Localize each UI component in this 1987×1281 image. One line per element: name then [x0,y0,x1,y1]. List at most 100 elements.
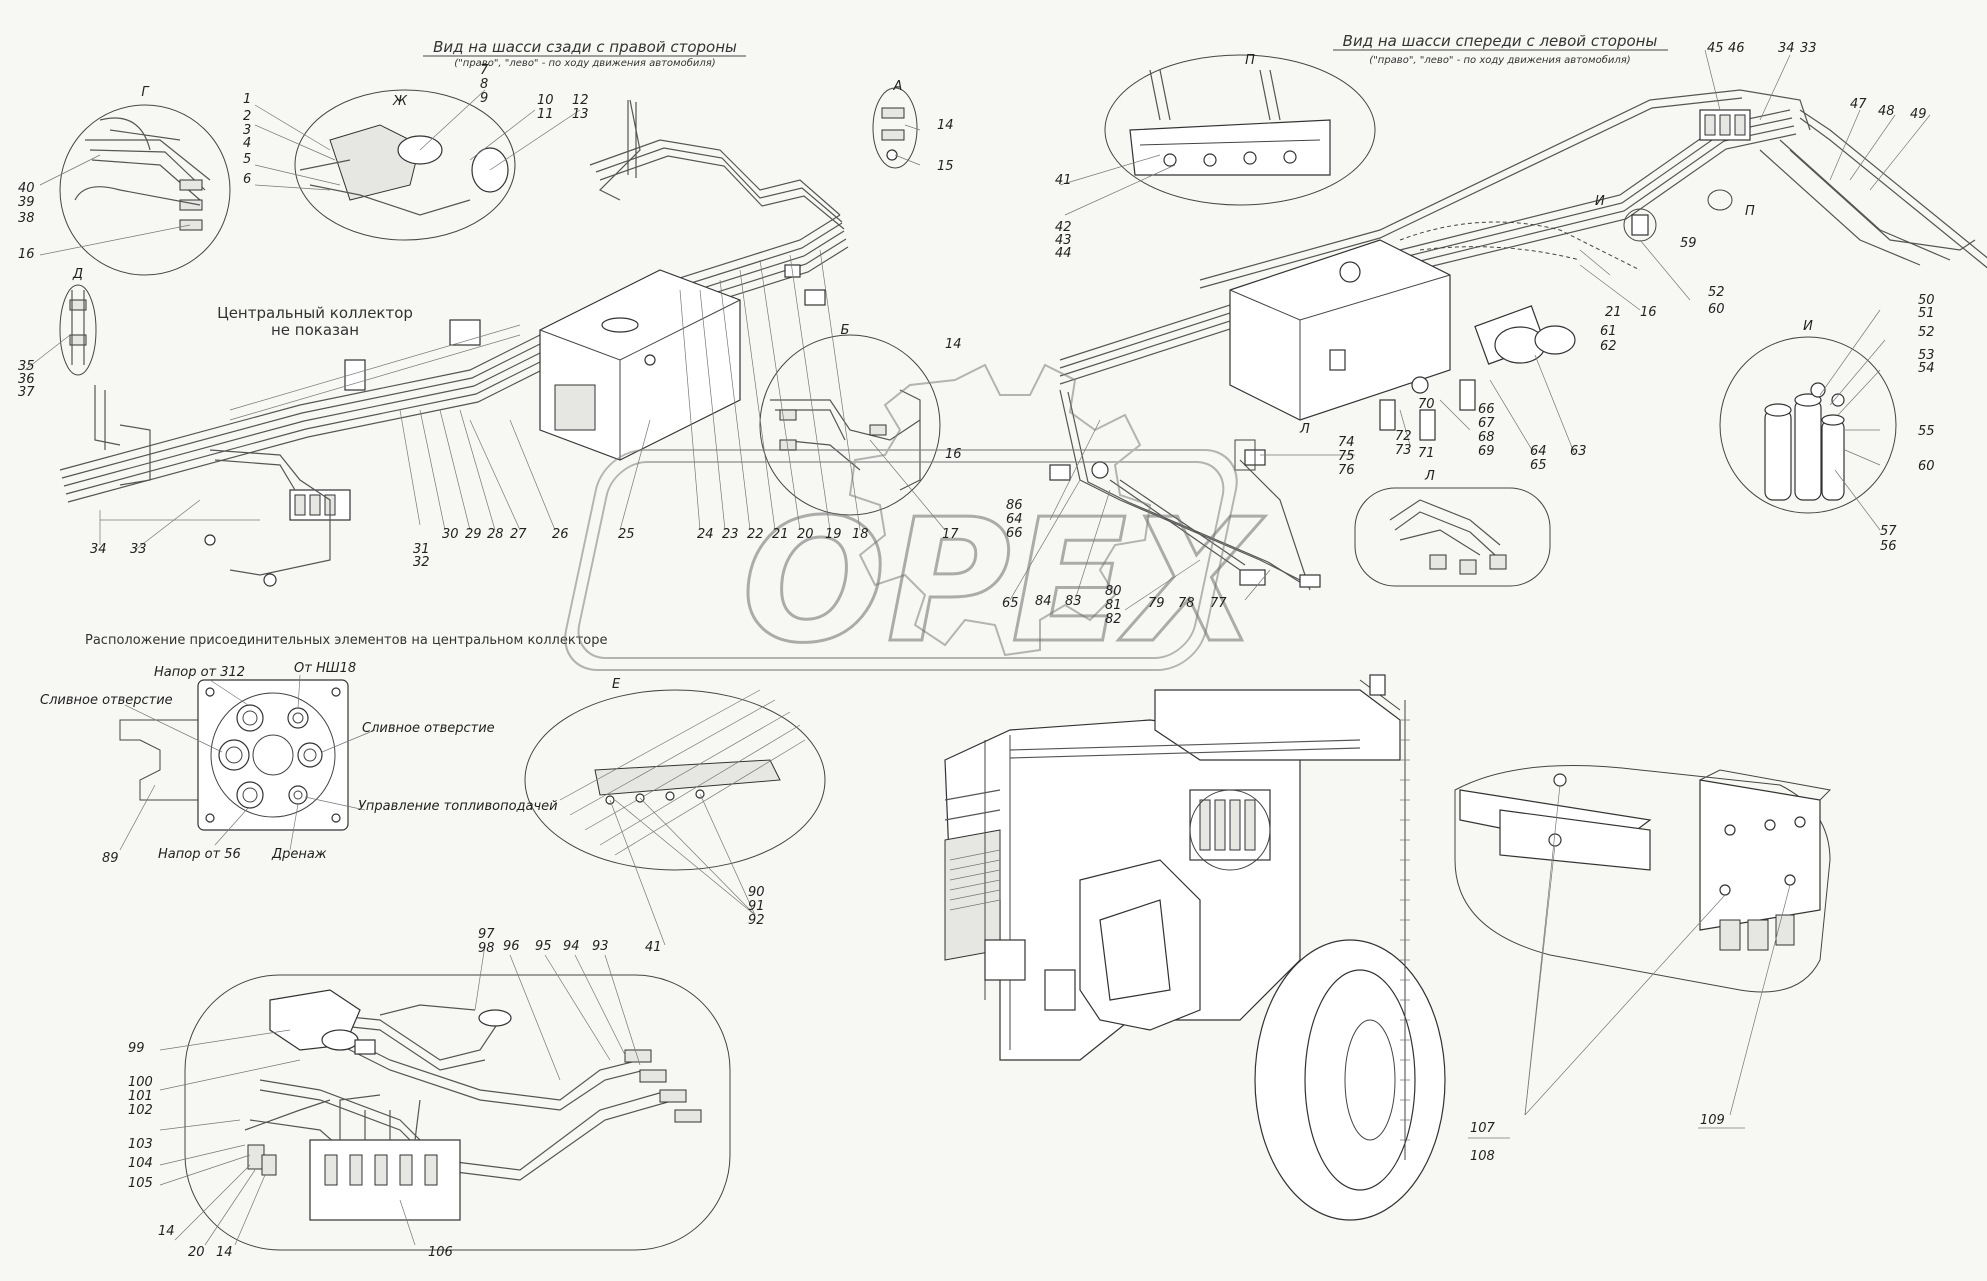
callout: 44 [1055,246,1072,261]
callout: 92 [748,913,765,928]
callout: 51 [1918,306,1935,321]
callout: 48 [1878,104,1895,119]
truck-chassis-view [944,674,1446,1221]
callout: 97 [478,927,495,942]
svg-text:Центральный коллектор: Центральный коллектор [217,304,413,322]
svg-text:От НШ18: От НШ18 [294,661,356,676]
svg-text:Дренаж: Дренаж [271,847,327,862]
callout: 6 [243,172,251,187]
svg-text:Д: Д [72,267,83,282]
callout: 10 [537,93,554,108]
callout: 102 [128,1103,153,1118]
detail-l-marker: Л [1234,422,1310,471]
callout: 9 [480,91,488,106]
callout: 81 [1105,598,1122,613]
callout: 33 [130,542,147,557]
svg-text:("право", "лево" - по ходу дви: ("право", "лево" - по ходу движения авто… [454,57,715,69]
callout: 46 [1728,41,1745,56]
callout: 105 [128,1176,153,1191]
callout: 74 [1338,435,1355,450]
callout: 57 [1880,524,1897,539]
callout: 41 [1055,173,1072,188]
callout: 106 [428,1245,453,1260]
svg-text:П: П [1245,53,1255,68]
callout: 36 [18,372,35,387]
callout: 100 [128,1075,153,1090]
detail-b-circle: Б [759,323,941,516]
callout: 65 [1530,458,1547,473]
callout: 21 [1605,305,1622,320]
callout: 2 [243,109,251,124]
callout: 72 [1395,429,1412,444]
callout: 90 [748,885,765,900]
callout: 99 [128,1041,145,1056]
callout: 96 [503,939,520,954]
callout: 30 [442,527,459,542]
callout: 80 [1105,584,1122,599]
callout: 66 [1478,402,1495,417]
opex-watermark: OPEX [564,363,1268,683]
callout: 62 [1600,339,1617,354]
collector-note: Центральный коллектор не показан [217,304,413,339]
callout: 43 [1055,233,1072,248]
svg-text:Вид на шасси спереди с левой с: Вид на шасси спереди с левой стороны [1343,32,1658,50]
callout: 16 [18,247,35,262]
callout: 27 [510,527,527,542]
callout: 14 [937,118,954,133]
detail-g-circle: Г [59,85,231,276]
detail-i-circle: И [1719,319,1897,514]
callout: 73 [1395,443,1412,458]
svg-text:Напор от 312: Напор от 312 [154,665,245,680]
callout: 76 [1338,463,1355,478]
callout: 47 [1850,97,1867,112]
callout: 101 [128,1089,153,1104]
svg-text:А: А [893,79,903,94]
svg-text:Б: Б [841,323,850,338]
svg-text:И: И [1595,194,1605,209]
callout: 33 [1800,41,1817,56]
callout: 11 [537,107,554,122]
callout: 75 [1338,449,1355,464]
callout: 65 [1002,596,1019,611]
detail-l-box: Л [1354,469,1551,587]
callout: 45 [1707,41,1724,56]
callout: 56 [1880,539,1897,554]
svg-text:Сливное отверстие: Сливное отверстие [40,693,173,708]
svg-text:Напор от 56: Напор от 56 [158,847,241,862]
callout: 40 [18,181,35,196]
callout: 78 [1178,596,1195,611]
callout: 104 [128,1156,153,1171]
callout: 52 [1708,285,1725,300]
svg-text:Ж: Ж [392,94,408,109]
callout: 63 [1570,444,1587,459]
detail-e-ellipse: Е [524,677,826,871]
callout: 67 [1478,416,1495,431]
callout: 42 [1055,220,1072,235]
callout: 4 [243,136,251,151]
callout: 24 [697,527,714,542]
callout: 13 [572,107,589,122]
callout: 55 [1918,424,1935,439]
callout: 77 [1210,596,1227,611]
front-view-assembly [1049,89,1987,591]
detail-p-ellipse: П [1104,53,1376,206]
svg-text:Л: Л [1424,469,1435,484]
callout: 38 [18,211,35,226]
svg-text:Расположение присоединительных: Расположение присоединительных элементов… [85,633,608,648]
callout: 98 [478,941,495,956]
callout: 20 [188,1245,205,1260]
svg-text:Вид на шасси сзади с правой ст: Вид на шасси сзади с правой стороны [433,38,737,56]
callout: 1 [243,92,251,107]
callout: 103 [128,1137,153,1152]
callout: 94 [563,939,580,954]
callout: 70 [1418,397,1435,412]
callout: 64 [1006,512,1023,527]
svg-text:И: И [1803,319,1813,334]
callout: 26 [552,527,569,542]
callout: 79 [1148,596,1165,611]
svg-text:Е: Е [612,677,621,692]
callout: 53 [1918,348,1935,363]
callout: 23 [722,527,739,542]
callout: 15 [937,159,954,174]
svg-text:П: П [1745,204,1755,219]
